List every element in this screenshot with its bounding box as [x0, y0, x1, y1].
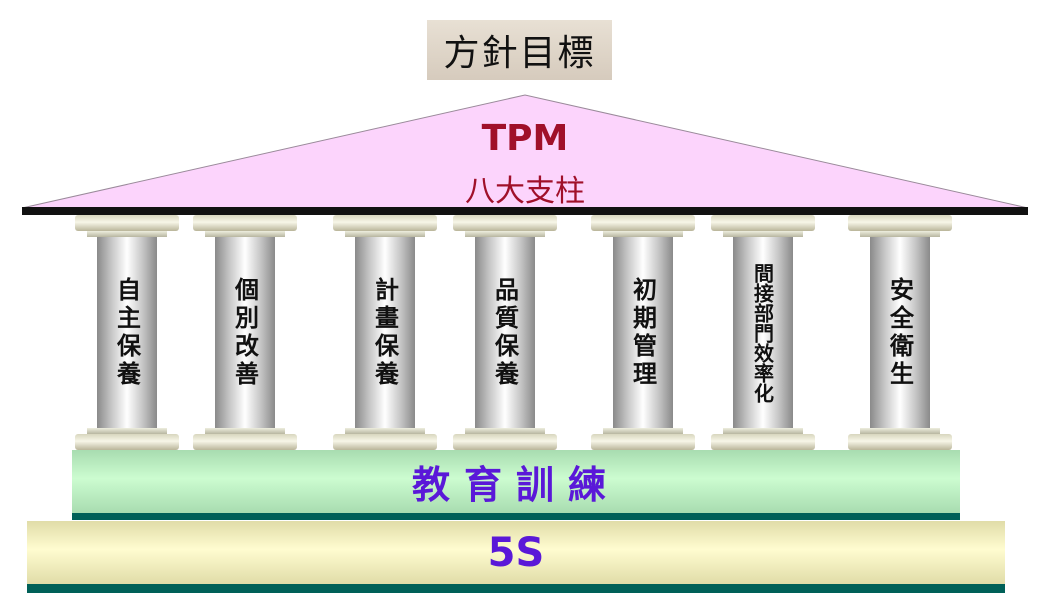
pillar-2: 個別改善	[193, 215, 297, 450]
pillar-3: 計畫保養	[333, 215, 437, 450]
pillar-6: 間接部門效率化	[711, 215, 815, 450]
pillar-label: 個別改善	[230, 276, 259, 389]
pillar-7: 安全衛生	[848, 215, 952, 450]
education-training-slab: 教育訓練	[72, 450, 960, 520]
pillar-label: 計畫保養	[370, 276, 399, 389]
pillar-5: 初期管理	[591, 215, 695, 450]
policy-goal-title: 方針目標	[427, 20, 612, 80]
pillar-label: 品質保養	[490, 276, 519, 389]
pillar-label: 初期管理	[628, 276, 657, 389]
5s-foundation-slab: 5S	[27, 521, 1005, 593]
pillar-4: 品質保養	[453, 215, 557, 450]
roof-subtitle: 八大支柱	[465, 174, 585, 209]
pillar-1: 自主保養	[75, 215, 179, 450]
roof-title: TPM	[481, 118, 569, 159]
pillar-label: 間接部門效率化	[750, 262, 775, 403]
roof-beam	[22, 207, 1028, 215]
pillar-label: 安全衛生	[885, 276, 914, 389]
pillar-label: 自主保養	[112, 276, 141, 389]
